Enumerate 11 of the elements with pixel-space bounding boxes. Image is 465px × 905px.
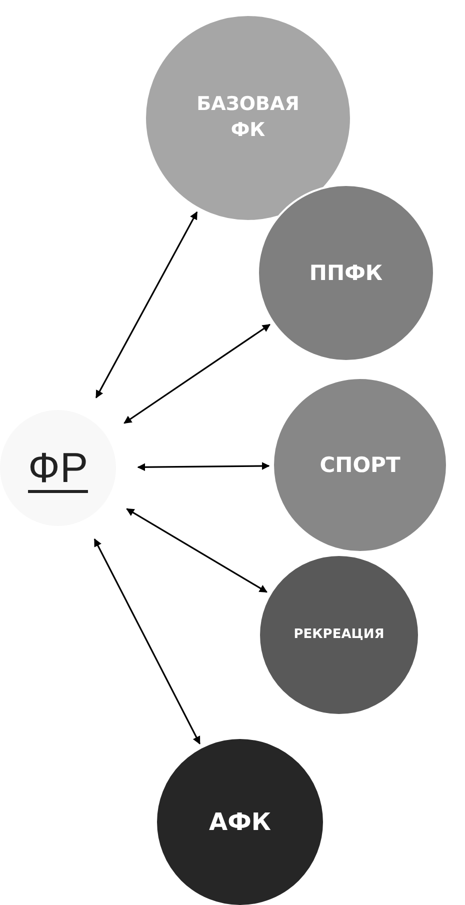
- double-arrow: [94, 538, 200, 744]
- circle-label: СПОРТ: [320, 452, 400, 479]
- double-arrow: [126, 508, 268, 593]
- double-arrow: [124, 324, 270, 424]
- double-arrow: [95, 211, 198, 398]
- circle-label: ППФК: [309, 260, 383, 287]
- double-arrow: [137, 462, 270, 472]
- circle-label: РЕКРЕАЦИЯ: [294, 626, 384, 644]
- circle-label: БАЗОВАЯ ФК: [196, 92, 300, 143]
- circle-label: ФР: [28, 442, 88, 493]
- circle-label: АФК: [209, 806, 271, 838]
